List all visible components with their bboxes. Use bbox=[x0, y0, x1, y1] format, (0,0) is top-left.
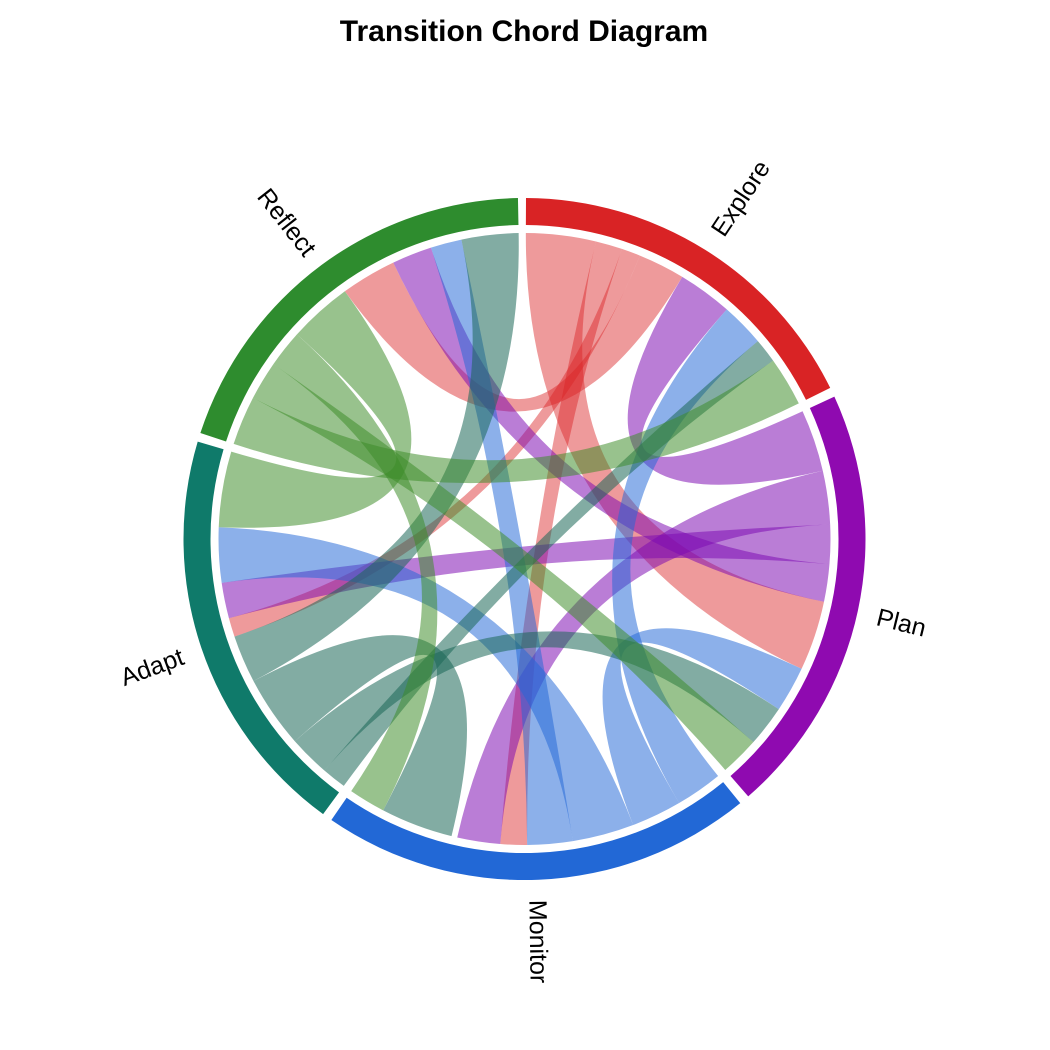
svg-text:Transition Chord Diagram: Transition Chord Diagram bbox=[340, 15, 708, 48]
svg-text:Monitor: Monitor bbox=[523, 900, 552, 984]
